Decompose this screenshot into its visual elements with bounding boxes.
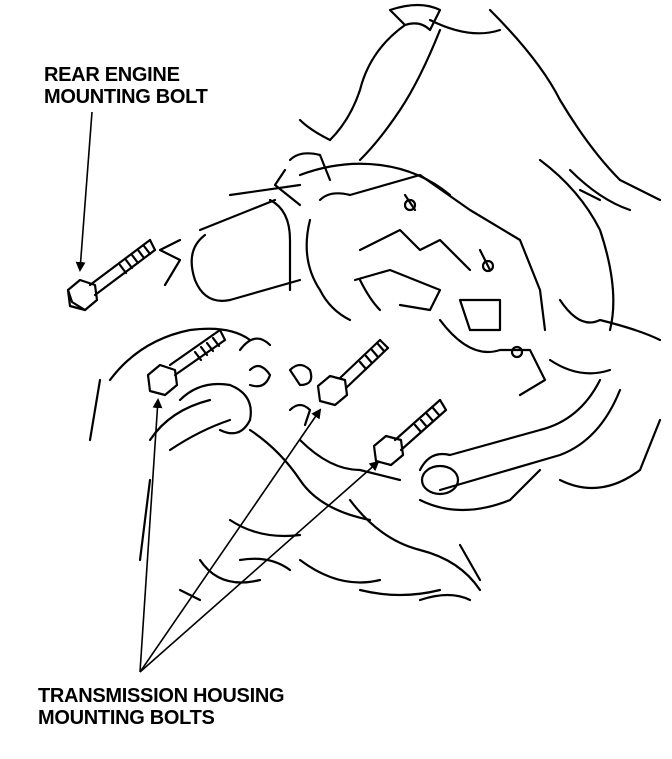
transmission-housing xyxy=(298,162,547,397)
lower-hose xyxy=(418,298,662,512)
engine-block-upper xyxy=(488,8,662,332)
callout-line: TRANSMISSION HOUSING xyxy=(38,685,285,707)
callout-line: MOUNTING BOLT xyxy=(44,86,208,108)
rear-mount-bracket xyxy=(158,152,332,302)
transmission-housing-bolt-1 xyxy=(146,328,227,397)
transmission-housing-bolts-callout: TRANSMISSION HOUSING MOUNTING BOLTS xyxy=(38,685,285,729)
upper-hose xyxy=(298,3,502,162)
rear-bolt-leader-arrow xyxy=(75,111,93,272)
transmission-housing-bolt-2 xyxy=(316,338,390,407)
transmission-leader-arrow-3 xyxy=(139,460,380,673)
lower-left-structures xyxy=(108,327,313,562)
callout-line: MOUNTING BOLTS xyxy=(38,707,215,729)
callout-line: REAR ENGINE xyxy=(44,64,180,86)
rear-engine-mounting-bolt xyxy=(66,238,157,312)
lower-engine-structures xyxy=(88,378,482,602)
transmission-leader-arrow-1 xyxy=(139,398,163,673)
transmission-leader-arrow-2 xyxy=(139,408,322,673)
rear-engine-mounting-bolt-callout: REAR ENGINE MOUNTING BOLT xyxy=(44,64,208,108)
